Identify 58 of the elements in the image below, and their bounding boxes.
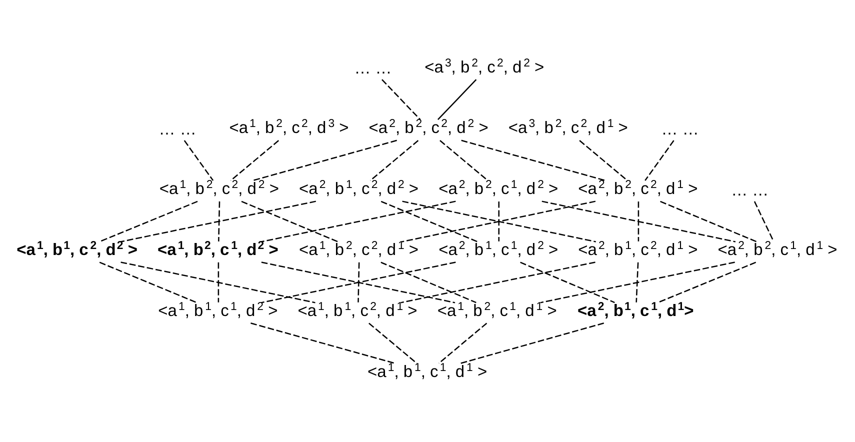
node-text: <a$^{1}$, b$^{2}$, c$^{1}$, d$^{2}$ >	[158, 240, 278, 258]
connector	[498, 200, 500, 241]
node-text: <a$^{2}$, b$^{2}$, c$^{2}$, d$^{1}$ >	[578, 178, 698, 198]
node-text: … …	[731, 180, 769, 199]
connector	[380, 261, 476, 303]
connector	[261, 200, 456, 242]
node-text: <a$^{1}$, b$^{1}$, c$^{1}$, d$^{1}$ >	[368, 361, 488, 380]
connector	[230, 140, 280, 181]
connector	[370, 140, 419, 181]
node-text: <a$^{2}$, b$^{2}$, c$^{1}$, d$^{2}$ >	[438, 178, 558, 198]
connector	[754, 200, 774, 242]
connector	[380, 200, 478, 242]
connector	[461, 139, 607, 181]
connector	[120, 200, 316, 242]
node-text: <a$^{1}$, b$^{2}$, c$^{2}$, d$^{2}$ >	[159, 178, 279, 198]
connector	[358, 262, 360, 302]
connector	[644, 140, 674, 180]
connector	[636, 262, 639, 302]
node-text: <a$^{3}$, b$^{2}$, c$^{2}$, d$^{2}$ >	[424, 56, 544, 76]
connector	[218, 200, 220, 241]
connector	[382, 78, 421, 120]
connector	[658, 261, 756, 303]
node-text: <a$^{1}$, b$^{1}$, c$^{2}$, d$^{1}$ >	[298, 300, 418, 320]
node-text: <a$^{2}$, b$^{1}$, c$^{2}$, d$^{2}$ >	[299, 178, 419, 198]
node-text: <a$^{1}$, b$^{1}$, c$^{1}$, d$^{2}$ >	[158, 300, 278, 320]
node-text: <a$^{2}$, b$^{1}$, c$^{1}$, d$^{2}$ >	[438, 240, 558, 258]
node-text: <a$^{3}$, b$^{2}$, c$^{2}$, d$^{1}$ >	[508, 118, 628, 137]
connector	[540, 261, 735, 303]
node-text: <a$^{2}$, b$^{2}$, c$^{1}$, d$^{1}$ >	[718, 240, 838, 258]
connector	[440, 140, 488, 181]
node-text: <a$^{2}$, b$^{1}$, c$^{1}$, d$^{1}$>	[578, 300, 694, 320]
node-text: <a$^{1}$, b$^{2}$, c$^{2}$, d$^{3}$ >	[229, 118, 349, 137]
connector	[250, 322, 396, 364]
node-text: <a$^{2}$, b$^{1}$, c$^{2}$, d$^{1}$ >	[578, 240, 698, 258]
connector	[520, 261, 615, 303]
node-text: … …	[354, 59, 392, 78]
connector	[660, 200, 757, 242]
connector	[120, 261, 316, 303]
node-text: … …	[158, 120, 196, 138]
connector	[400, 261, 596, 303]
node-text: <a$^{2}$, b$^{2}$, c$^{2}$, d$^{2}$ >	[368, 118, 488, 137]
connector	[638, 200, 640, 241]
connector	[368, 322, 418, 364]
connector	[99, 261, 197, 303]
connector	[99, 200, 198, 242]
connector	[218, 262, 220, 302]
connector	[437, 78, 477, 120]
connector	[579, 140, 628, 181]
node-text: <a$^{1}$, b$^{1}$, c$^{2}$, d$^{2}$ >	[16, 240, 138, 258]
connector	[252, 139, 397, 181]
node-text: … …	[661, 120, 699, 138]
connector	[542, 200, 736, 242]
node-text: <a$^{1}$, b$^{2}$, c$^{2}$, d$^{1}$ >	[299, 240, 419, 258]
connector	[438, 322, 488, 364]
connector	[241, 200, 338, 242]
node-text: <a$^{1}$, b$^{2}$, c$^{1}$, d$^{1}$ >	[437, 300, 557, 320]
connector	[459, 322, 604, 364]
connector	[184, 140, 214, 180]
